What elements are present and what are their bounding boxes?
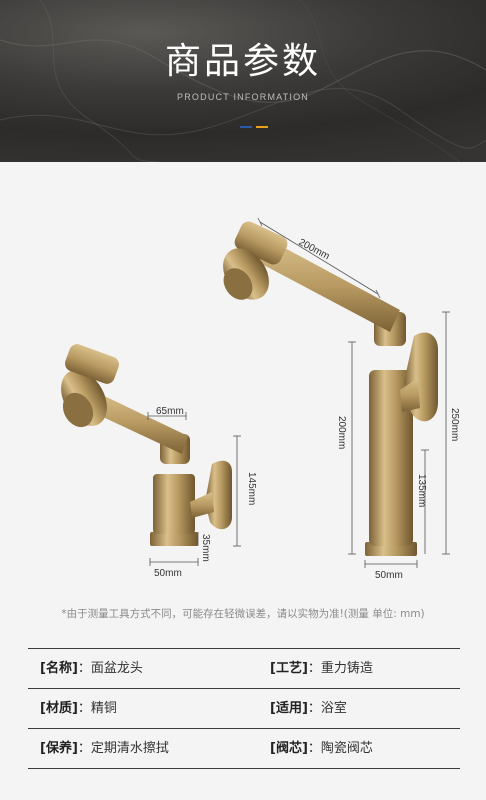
product-illustration: 65mm 145mm 35mm 50mm bbox=[0, 162, 486, 592]
param-value: 精铜 bbox=[90, 701, 117, 716]
dim-small-height: 145mm bbox=[246, 472, 257, 505]
accent-bar-orange bbox=[256, 126, 268, 128]
dim-large-width: 50mm bbox=[375, 570, 403, 581]
param-value: 浴室 bbox=[320, 701, 347, 716]
param-label: [适用] bbox=[270, 701, 308, 716]
params-row: [保养]：定期清水擦拭 [阀芯]：陶瓷阀芯 bbox=[28, 729, 460, 769]
param-value: 重力铸造 bbox=[320, 661, 373, 676]
dim-large-body: 200mm bbox=[336, 416, 347, 449]
params-row: [名称]：面盆龙头 [工艺]：重力铸造 bbox=[28, 648, 460, 689]
faucet-drawing: 65mm 145mm 35mm 50mm bbox=[61, 217, 460, 581]
page-subtitle: PRODUCT INFORMATION bbox=[177, 92, 309, 102]
accent-bar-blue bbox=[240, 126, 252, 128]
param-maintenance: [保养]：定期清水擦拭 bbox=[40, 741, 169, 756]
header-banner: 商品参数 PRODUCT INFORMATION bbox=[0, 0, 486, 162]
param-valve: [阀芯]：陶瓷阀芯 bbox=[270, 741, 373, 756]
param-usage: [适用]：浴室 bbox=[270, 701, 347, 716]
param-name: [名称]：面盆龙头 bbox=[40, 661, 143, 676]
large-faucet bbox=[223, 221, 438, 556]
param-value: 定期清水擦拭 bbox=[90, 741, 169, 756]
param-label: [工艺] bbox=[270, 661, 308, 676]
dim-large-lower: 135mm bbox=[416, 474, 427, 507]
param-label: [名称] bbox=[40, 661, 78, 676]
param-label: [保养] bbox=[40, 741, 78, 756]
dim-large-total: 250mm bbox=[449, 408, 460, 441]
params-table: [名称]：面盆龙头 [工艺]：重力铸造 [材质]：精铜 [适用]：浴室 [保养]… bbox=[28, 648, 460, 769]
param-label: [材质] bbox=[40, 701, 78, 716]
dim-small-base: 35mm bbox=[200, 534, 211, 562]
small-faucet bbox=[61, 344, 232, 546]
param-value: 陶瓷阀芯 bbox=[320, 741, 373, 756]
params-row: [材质]：精铜 [适用]：浴室 bbox=[28, 689, 460, 729]
marble-texture bbox=[0, 0, 486, 162]
param-value: 面盆龙头 bbox=[90, 661, 143, 676]
param-material: [材质]：精铜 bbox=[40, 701, 117, 716]
small-dimension-lines bbox=[147, 412, 241, 566]
page-title: 商品参数 bbox=[164, 41, 321, 82]
param-label: [阀芯] bbox=[270, 741, 308, 756]
measurement-note: *由于测量工具方式不同，可能存在轻微误差，请以实物为准!(测量 单位: mm) bbox=[61, 608, 425, 620]
large-dimension-lines bbox=[257, 217, 450, 568]
dim-small-width: 50mm bbox=[154, 568, 182, 579]
dim-small-arm: 65mm bbox=[156, 406, 184, 417]
param-craft: [工艺]：重力铸造 bbox=[270, 661, 373, 676]
